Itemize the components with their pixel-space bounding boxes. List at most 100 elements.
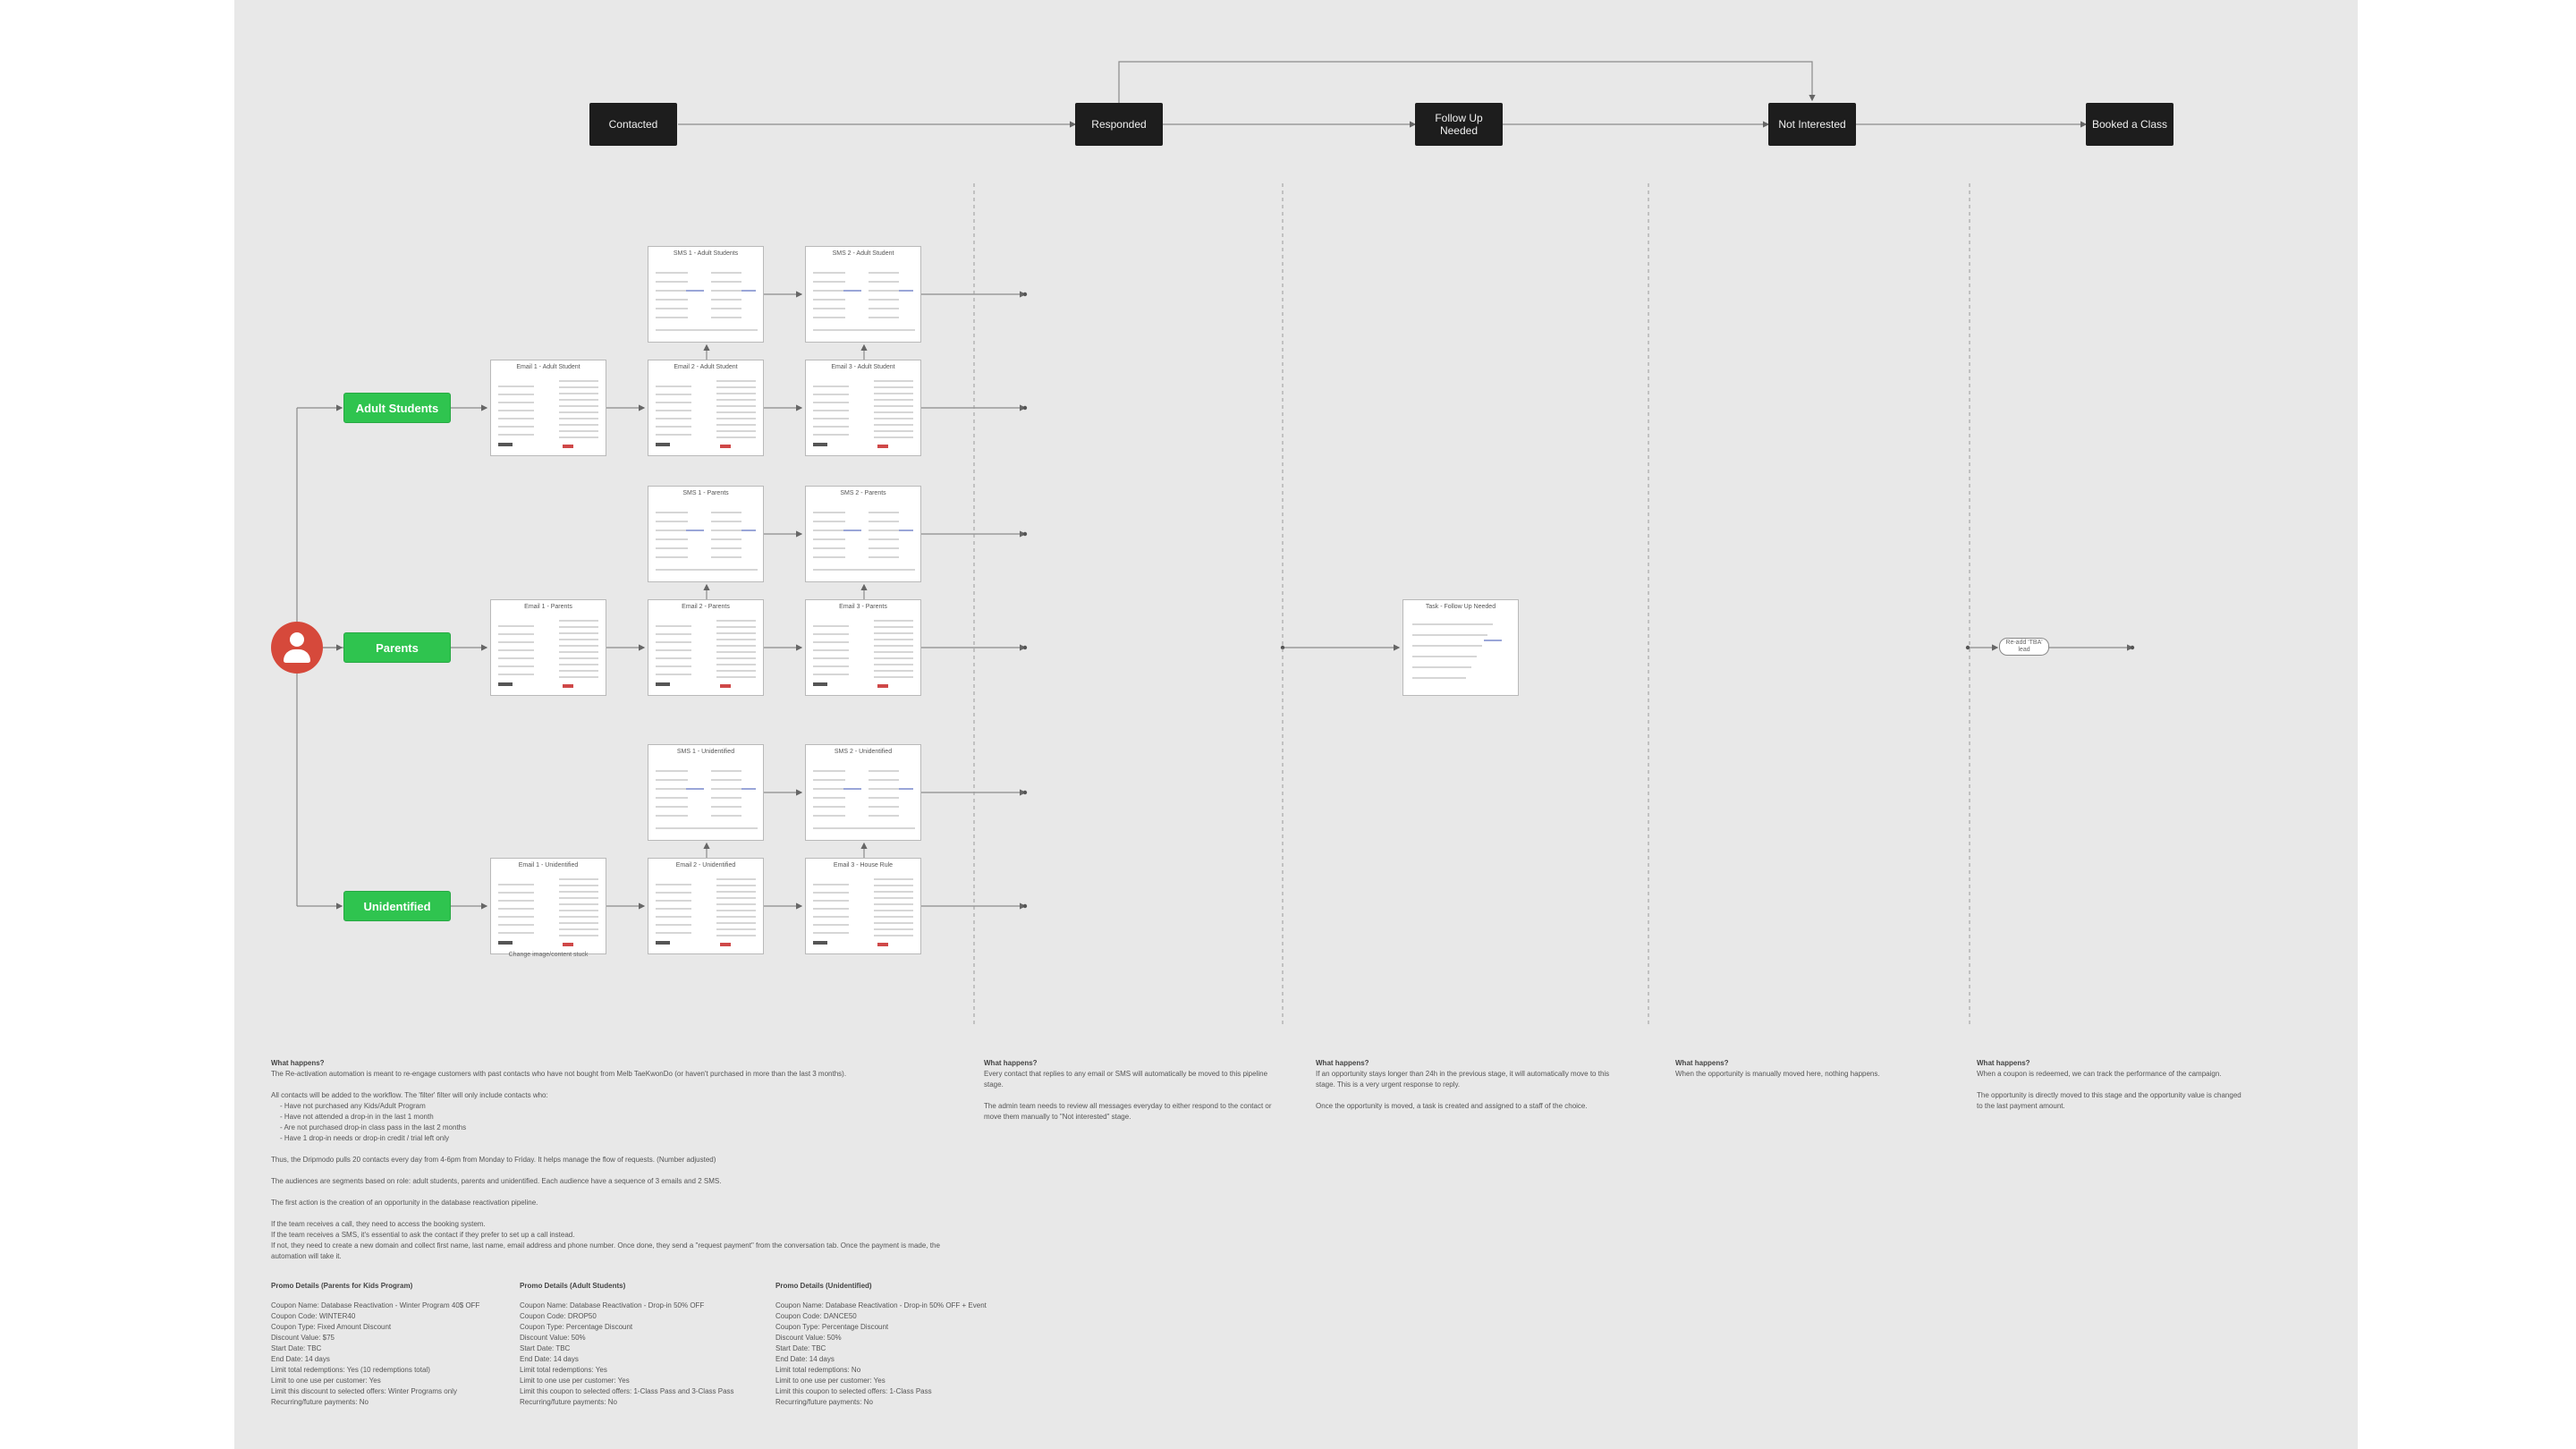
thumbnail-line — [498, 426, 534, 428]
thumbnail-line — [656, 386, 691, 387]
thumbnail-line — [869, 272, 899, 274]
thumbnail-line — [869, 770, 899, 772]
thumbnail-line — [741, 290, 756, 292]
email-card-parents-1[interactable]: Email 1 - Parents — [490, 599, 606, 696]
task-card-follow-up[interactable]: Task - Follow Up Needed — [1402, 599, 1519, 696]
thumbnail-line — [813, 530, 845, 531]
email-card-adult-3[interactable]: Email 3 - Adult Student — [805, 360, 921, 456]
email-card-parents-2[interactable]: Email 2 - Parents — [648, 599, 764, 696]
re-add-lead-pill[interactable]: Re-add 'TBA' lead — [1999, 638, 2049, 656]
thumbnail-line — [656, 815, 688, 817]
thumbnail-line — [711, 788, 741, 790]
email-card-unidentified-2[interactable]: Email 2 - Unidentified — [648, 858, 764, 954]
note-p5: If the team receives a SMS, it's essenti… — [271, 1231, 575, 1239]
thumbnail-line — [716, 897, 756, 899]
thumbnail-line — [813, 682, 827, 686]
segment-adult-students[interactable]: Adult Students — [343, 393, 451, 423]
email-card-adult-1[interactable]: Email 1 - Adult Student — [490, 360, 606, 456]
thumbnail-line — [716, 935, 756, 936]
card-title: Email 3 - Adult Student — [831, 364, 895, 370]
thumbnail-line — [874, 645, 913, 647]
thumbnail-line — [711, 547, 741, 549]
sms-card-unidentified-2[interactable]: SMS 2 - Unidentified — [805, 744, 921, 841]
thumbnail-line — [874, 393, 913, 394]
thumbnail-line — [874, 418, 913, 419]
thumbnail-line — [498, 916, 534, 918]
thumbnail-line — [559, 885, 598, 886]
thumbnail-line — [874, 639, 913, 640]
thumbnail-line — [716, 910, 756, 911]
thumbnail-line — [559, 436, 598, 438]
thumbnail-line — [869, 556, 899, 558]
promo-line: Coupon Code: DANCE50 — [775, 1312, 857, 1320]
thumbnail-line — [711, 806, 741, 808]
thumbnail-line — [656, 924, 691, 926]
thumbnail-line — [874, 632, 913, 634]
thumbnail-line — [656, 281, 688, 283]
stage-not-interested[interactable]: Not Interested — [1768, 103, 1856, 146]
stage-follow-up-needed[interactable]: Follow Up Needed — [1415, 103, 1503, 146]
thumbnail-line — [716, 928, 756, 930]
thumbnail-line — [813, 641, 849, 643]
thumbnail-line — [498, 665, 534, 667]
thumbnail-line — [656, 512, 688, 513]
thumbnail-line — [559, 676, 598, 678]
sms-card-adult-2[interactable]: SMS 2 - Adult Student — [805, 246, 921, 343]
thumbnail-line — [813, 924, 849, 926]
stage-contacted[interactable]: Contacted — [589, 103, 677, 146]
thumbnail-line — [656, 329, 758, 331]
thumbnail-line — [656, 827, 758, 829]
sms-card-unidentified-1[interactable]: SMS 1 - Unidentified — [648, 744, 764, 841]
sms-card-adult-1[interactable]: SMS 1 - Adult Students — [648, 246, 764, 343]
contact-avatar-icon[interactable] — [271, 622, 323, 674]
thumbnail-line — [874, 676, 913, 678]
email-card-unidentified-3[interactable]: Email 3 - House Rule — [805, 858, 921, 954]
email-card-adult-2[interactable]: Email 2 - Adult Student — [648, 360, 764, 456]
thumbnail-line — [656, 299, 688, 301]
promo-line: Limit total redemptions: Yes (10 redempt… — [271, 1366, 430, 1374]
thumbnail-line — [716, 405, 756, 407]
note-criteria-intro: All contacts will be added to the workfl… — [271, 1091, 548, 1099]
thumbnail-line — [498, 633, 534, 635]
thumbnail-line — [877, 684, 888, 688]
thumbnail-line — [813, 779, 845, 781]
thumbnail-line — [843, 290, 861, 292]
sms-card-parents-1[interactable]: SMS 1 - Parents — [648, 486, 764, 582]
thumbnail-line — [498, 900, 534, 902]
email-card-parents-3[interactable]: Email 3 - Parents — [805, 599, 921, 696]
segment-parents[interactable]: Parents — [343, 632, 451, 663]
thumbnail-line — [813, 299, 845, 301]
segment-unidentified[interactable]: Unidentified — [343, 891, 451, 921]
thumbnail-line — [656, 788, 688, 790]
thumbnail-line — [813, 329, 915, 331]
thumbnail-line — [656, 641, 691, 643]
thumbnail-line — [711, 556, 741, 558]
thumbnail-line — [813, 538, 845, 540]
thumbnail-line — [711, 797, 741, 799]
card-title: Email 2 - Parents — [682, 604, 730, 610]
thumbnail-line — [559, 910, 598, 911]
thumbnail-line — [843, 530, 861, 531]
thumbnail-line — [813, 900, 849, 902]
note-p2: The admin team needs to review all messa… — [984, 1102, 1272, 1121]
thumbnail-line — [1412, 634, 1487, 636]
thumbnail-line — [559, 393, 598, 394]
card-title: Task - Follow Up Needed — [1425, 604, 1496, 610]
thumbnail-line — [711, 779, 741, 781]
thumbnail-line — [498, 625, 534, 627]
thumbnail-line — [559, 670, 598, 672]
thumbnail-line — [559, 922, 598, 924]
stage-booked-a-class[interactable]: Booked a Class — [2086, 103, 2174, 146]
stage-responded[interactable]: Responded — [1075, 103, 1163, 146]
sms-card-parents-2[interactable]: SMS 2 - Parents — [805, 486, 921, 582]
thumbnail-line — [716, 626, 756, 628]
email-card-unidentified-1[interactable]: Email 1 - Unidentified — [490, 858, 606, 954]
thumbnail-line — [498, 443, 513, 446]
promo-adult-students: Promo Details (Adult Students) Coupon Na… — [520, 1281, 768, 1408]
promo-line: Start Date: TBC — [520, 1344, 571, 1352]
thumbnail-line — [559, 405, 598, 407]
thumbnail-line — [1412, 666, 1471, 668]
note-p1: Thus, the Dripmodo pulls 20 contacts eve… — [271, 1156, 716, 1164]
thumbnail-line — [656, 941, 670, 945]
promo-line: Recurring/future payments: No — [775, 1398, 873, 1406]
